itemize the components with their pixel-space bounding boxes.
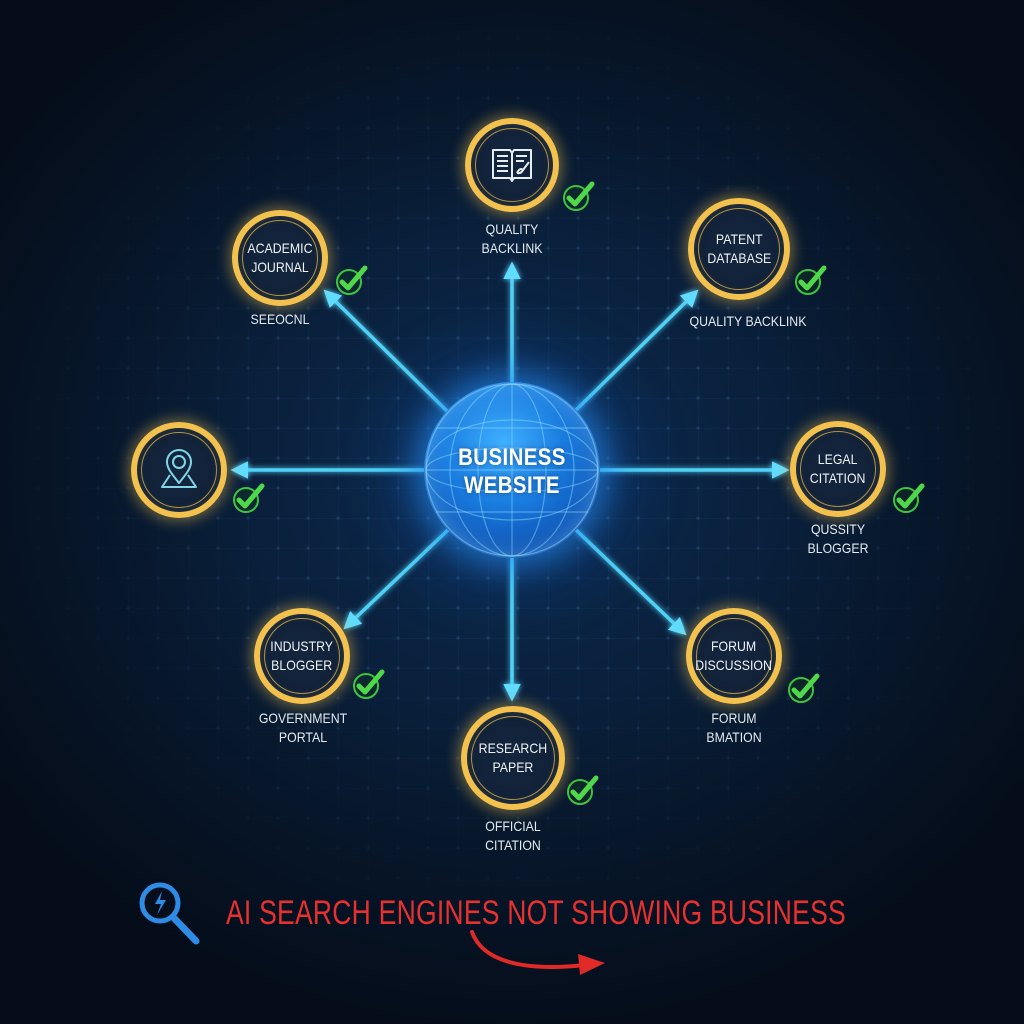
node-quality-backlink[interactable]	[465, 118, 559, 212]
caption-patent-database: QUALITY BACKLINK	[689, 313, 807, 329]
arrow-to-patent-database	[572, 289, 699, 414]
open-book-icon	[492, 149, 532, 182]
caption-academic-journal: SEEOCNL	[250, 311, 310, 327]
globe-icon	[425, 383, 599, 557]
check-icon	[893, 483, 925, 513]
check-icon	[353, 669, 385, 699]
footer-headline: AI SEARCH ENGINES NOT SHOWING BUSINESS	[226, 894, 846, 932]
node-location[interactable]	[131, 422, 227, 518]
curved-arrow-right-icon	[470, 930, 605, 975]
check-icon	[567, 775, 599, 805]
hub-label: BUSINESS WEBSITE	[458, 444, 566, 499]
search-lightning-icon	[139, 882, 200, 945]
check-icon	[788, 673, 820, 703]
check-icon	[336, 265, 368, 295]
check-icon	[563, 181, 595, 211]
check-icon	[795, 265, 827, 295]
arrow-to-industry-blogger	[343, 528, 450, 630]
business-website-hub[interactable]: BUSINESS WEBSITE	[424, 382, 600, 558]
check-icon	[233, 483, 265, 513]
arrow-to-academic-journal	[323, 289, 450, 414]
arrow-to-forum-discussion	[574, 528, 687, 636]
map-pin-icon	[161, 449, 197, 488]
